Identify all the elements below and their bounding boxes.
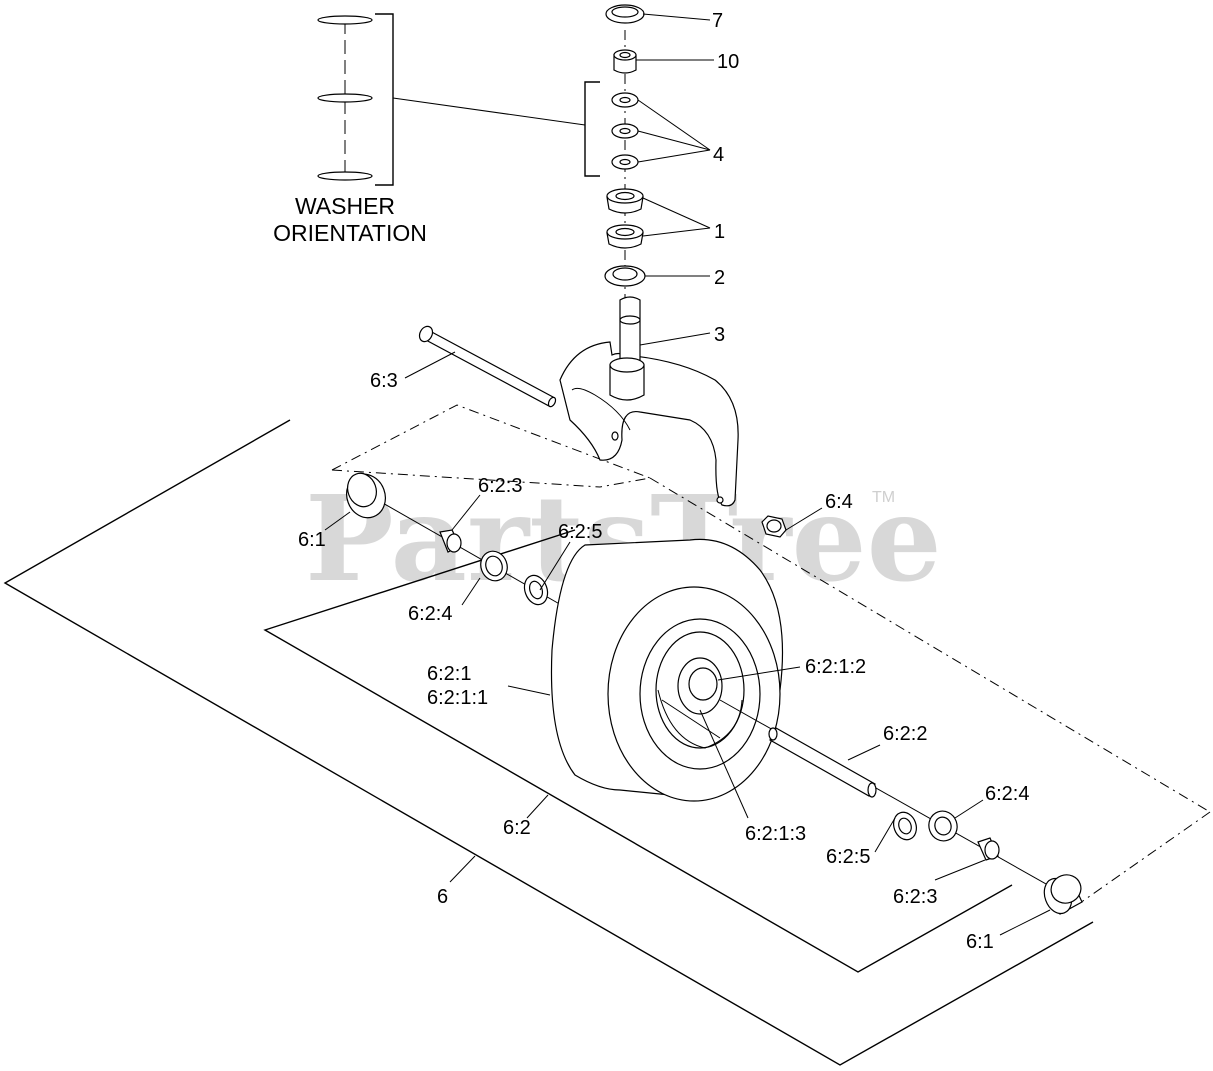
callout-6-1-right: 6:1 <box>966 931 994 953</box>
callout-6-2-4-right: 6:2:4 <box>985 783 1029 805</box>
callout-2: 2 <box>714 267 725 289</box>
dust-cap-part <box>605 4 645 24</box>
washer-note-line1: WASHER <box>295 193 395 219</box>
spacer-left-part <box>439 529 462 553</box>
bearing-seal-left-part <box>480 550 508 582</box>
axle-tube-part <box>768 727 877 798</box>
leader-lines <box>324 13 1051 936</box>
callout-6-4: 6:4 <box>825 491 853 513</box>
callout-6-3: 6:3 <box>370 370 398 392</box>
callout-6-2-3-left: 6:2:3 <box>478 475 522 497</box>
callout-6-2-1-1: 6:2:1:1 <box>427 687 488 709</box>
washers-part <box>611 92 639 170</box>
washer-profile-bottom <box>317 171 373 181</box>
callout-6-2: 6:2 <box>503 817 531 839</box>
washer-profile-top <box>317 15 373 25</box>
spacer-cap-right-part <box>1043 874 1083 915</box>
callout-6-2-2: 6:2:2 <box>883 723 927 745</box>
callout-6-2-1-3: 6:2:1:3 <box>745 823 806 845</box>
callout-1: 1 <box>714 221 725 243</box>
watermark-trademark: TM <box>872 489 895 506</box>
callout-6-1-left: 6:1 <box>298 529 326 551</box>
dash-reference-lines <box>331 30 1211 904</box>
washer-note-line2: ORIENTATION <box>273 220 427 246</box>
callout-4: 4 <box>713 144 724 166</box>
washer-profile-middle <box>317 93 373 103</box>
callout-6-2-4-left: 6:2:4 <box>408 603 452 625</box>
callout-6-2-5-left: 6:2:5 <box>558 521 602 543</box>
lock-nut-part <box>761 515 787 538</box>
callout-labels: 7 10 4 1 2 3 6:3 6:4 6:1 6:2:3 6:2:5 6:2… <box>298 10 1029 953</box>
bearing-cup-part <box>604 265 646 287</box>
wheel-tire-part <box>550 538 784 802</box>
callout-6-2-1-2: 6:2:1:2 <box>805 656 866 678</box>
nut-part <box>613 49 637 74</box>
callout-6-2-1: 6:2:1 <box>427 663 471 685</box>
callout-6: 6 <box>437 886 448 908</box>
washer-orientation-detail: WASHER ORIENTATION <box>273 13 586 246</box>
roller-bearing-right-part <box>893 811 917 841</box>
callout-10: 10 <box>717 51 739 73</box>
callout-6-2-3-right: 6:2:3 <box>893 886 937 908</box>
spacer-cap-left-part <box>346 472 386 519</box>
washer-stack-bracket <box>584 81 600 177</box>
callout-3: 3 <box>714 324 725 346</box>
spacer-right-part <box>977 837 1000 861</box>
bearing-seal-right-part <box>928 810 958 842</box>
assembly-bracket-6-2 <box>263 529 1013 973</box>
tapered-bearings-part <box>606 188 644 249</box>
roller-bearing-left-part <box>523 574 549 606</box>
callout-7: 7 <box>712 10 723 32</box>
caster-fork-part <box>559 296 739 507</box>
axle-bolt-part <box>418 325 557 408</box>
callout-6-2-5-right: 6:2:5 <box>826 846 870 868</box>
assembly-bracket-6 <box>3 419 1094 1066</box>
